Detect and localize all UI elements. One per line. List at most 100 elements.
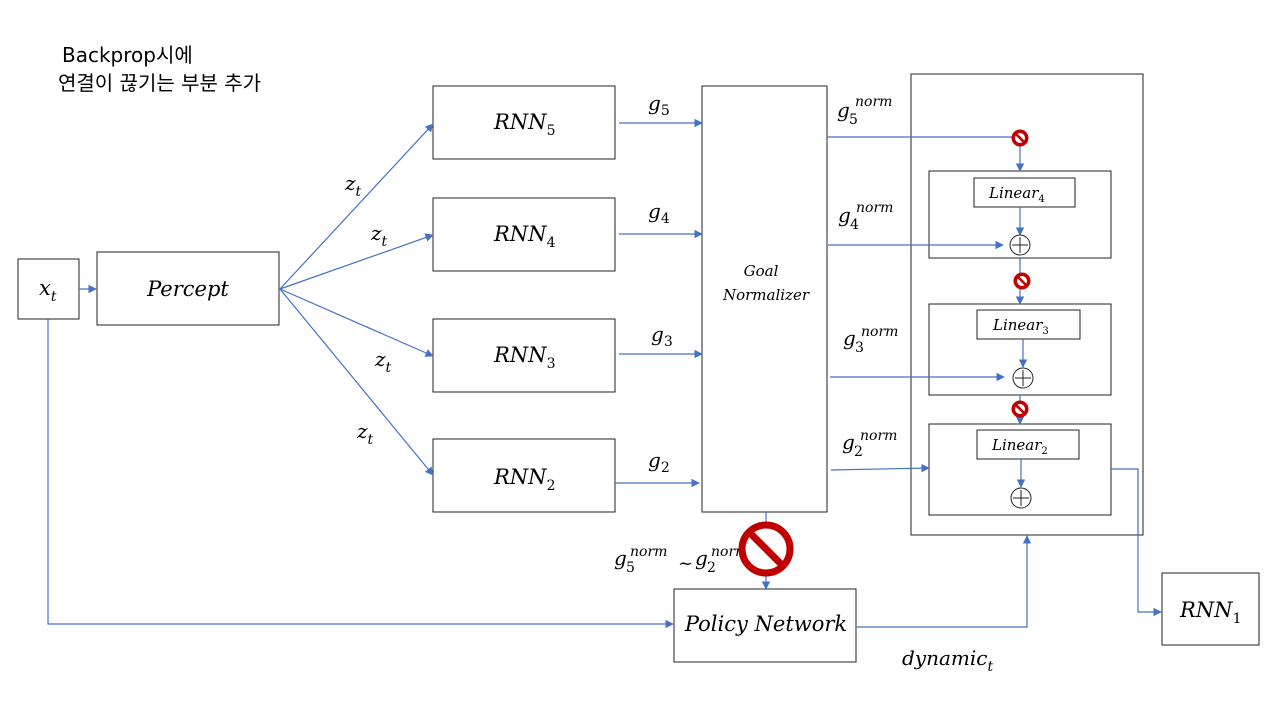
z-label-rnn2: zt bbox=[356, 419, 374, 448]
rnn5-base: RNN bbox=[493, 110, 547, 134]
z-label-base: z bbox=[370, 221, 382, 245]
range-tilde: ~ bbox=[678, 553, 693, 574]
svg-text:RNN1: RNN1 bbox=[1179, 598, 1241, 627]
rnn4-base: RNN bbox=[493, 222, 547, 246]
input-sub: t bbox=[51, 289, 57, 305]
svg-text:zt: zt bbox=[374, 347, 392, 376]
range-end-base: g bbox=[695, 546, 708, 570]
rnn3-base: RNN bbox=[493, 343, 547, 367]
g2-norm-sup: norm bbox=[860, 428, 897, 444]
g5-norm-sub: 5 bbox=[849, 112, 858, 128]
g3-norm-base: g bbox=[843, 326, 856, 350]
circle-plus-icon bbox=[1010, 487, 1032, 509]
g2-sub: 2 bbox=[661, 460, 670, 476]
rnn5-sub: 5 bbox=[547, 123, 556, 139]
g3-norm-sub: 3 bbox=[855, 340, 864, 356]
rnn1-node: RNN1 bbox=[1161, 572, 1260, 646]
linear3-sub: 3 bbox=[1042, 326, 1048, 337]
rnn4-sub: 4 bbox=[547, 235, 556, 251]
z-label-base: z bbox=[374, 347, 386, 371]
g2-norm-base: g bbox=[842, 430, 855, 454]
rnn3-sub: 3 bbox=[547, 356, 556, 372]
range-start-sub: 5 bbox=[626, 560, 635, 576]
svg-text:zt: zt bbox=[356, 419, 374, 448]
goal-normalizer-line-1: Goal bbox=[744, 262, 779, 280]
rnn1-sub: 1 bbox=[1233, 611, 1242, 627]
policy-network-label: Policy Network bbox=[684, 612, 847, 636]
z-label-sub: t bbox=[356, 184, 362, 200]
no-entry-icon bbox=[1010, 128, 1030, 148]
dynamic-sub: t bbox=[987, 659, 993, 675]
g5-norm-base: g bbox=[837, 98, 850, 122]
no-entry-icon bbox=[1010, 399, 1030, 419]
percept-label: Percept bbox=[146, 277, 229, 301]
circle-plus-icon bbox=[1012, 367, 1034, 389]
g4-norm-sup: norm bbox=[856, 200, 893, 216]
rnn5-node: RNN5 bbox=[432, 85, 616, 160]
svg-text:Linear4: Linear4 bbox=[988, 184, 1045, 205]
svg-text:Linear3: Linear3 bbox=[992, 316, 1049, 337]
svg-text:zt: zt bbox=[344, 171, 362, 200]
g2-norm-label: g norm 2 bbox=[842, 428, 897, 460]
input-node: xt bbox=[17, 258, 80, 320]
linear2-sub: 2 bbox=[1041, 446, 1047, 457]
g3-norm-label: g norm 3 bbox=[843, 324, 898, 356]
z-label-base: z bbox=[356, 419, 368, 443]
linear2-base: Linear bbox=[991, 436, 1042, 454]
note-line-2: 연결이 끊기는 부분 추가 bbox=[58, 71, 261, 95]
rnn3-node: RNN3 bbox=[432, 318, 616, 393]
svg-text:RNN4: RNN4 bbox=[493, 222, 556, 251]
svg-text:RNN3: RNN3 bbox=[493, 343, 555, 372]
z-label-rnn3: zt bbox=[374, 347, 392, 376]
z-label-rnn5: zt bbox=[344, 171, 362, 200]
g4-base: g bbox=[648, 199, 661, 223]
rnn2-base: RNN bbox=[493, 465, 547, 489]
g3-norm-sup: norm bbox=[861, 324, 898, 340]
g5-base: g bbox=[648, 91, 661, 115]
percept-node: Percept bbox=[96, 251, 280, 326]
rnn1-base: RNN bbox=[1179, 598, 1233, 622]
norm-range-label: g norm 5 ~ g norm 2 bbox=[614, 544, 748, 576]
g2-base: g bbox=[648, 448, 661, 472]
range-start-sup: norm bbox=[630, 544, 667, 560]
dynamic-base: dynamic bbox=[902, 646, 987, 670]
g3-sub: 3 bbox=[664, 334, 673, 350]
input-base: x bbox=[39, 276, 51, 300]
connections bbox=[47, 118, 1162, 629]
z-label-sub: t bbox=[386, 360, 392, 376]
rnn2-sub: 2 bbox=[547, 478, 556, 494]
linear3-base: Linear bbox=[992, 316, 1043, 334]
rnn2-node: RNN2 bbox=[432, 438, 616, 513]
g4-sub: 4 bbox=[661, 211, 670, 227]
z-label-sub: t bbox=[368, 432, 374, 448]
linear4-base: Linear bbox=[988, 184, 1039, 202]
svg-text:zt: zt bbox=[370, 221, 388, 250]
range-start-base: g bbox=[614, 546, 627, 570]
g3-base: g bbox=[651, 322, 664, 346]
no-entry-icon bbox=[742, 525, 790, 573]
note-line-1: Backprop시에 bbox=[62, 43, 193, 67]
g2-label: g2 bbox=[648, 448, 670, 476]
svg-text:RNN5: RNN5 bbox=[493, 110, 555, 139]
z-label-base: z bbox=[344, 171, 356, 195]
svg-text:Linear2: Linear2 bbox=[991, 436, 1048, 457]
goal-normalizer-node: Goal Normalizer bbox=[701, 85, 828, 513]
svg-text:xt: xt bbox=[39, 276, 57, 305]
g3-label: g3 bbox=[651, 322, 673, 350]
svg-text:RNN2: RNN2 bbox=[493, 465, 555, 494]
z-label-sub: t bbox=[382, 234, 388, 250]
dynamic-label: dynamict bbox=[902, 646, 993, 675]
circle-plus-icon bbox=[1009, 234, 1031, 256]
range-end-sub: 2 bbox=[707, 560, 716, 576]
no-entry-icon bbox=[1012, 271, 1032, 291]
linear4-sub: 4 bbox=[1038, 194, 1044, 205]
g4-norm-label: g norm 4 bbox=[838, 200, 893, 233]
g4-norm-base: g bbox=[838, 203, 851, 227]
g5-label: g5 bbox=[648, 91, 670, 119]
policy-network-node: Policy Network bbox=[673, 588, 857, 663]
g4-norm-sub: 4 bbox=[850, 217, 859, 233]
g5-norm-sup: norm bbox=[855, 94, 892, 110]
z-label-rnn4: zt bbox=[370, 221, 388, 250]
rnn4-node: RNN4 bbox=[432, 197, 616, 272]
